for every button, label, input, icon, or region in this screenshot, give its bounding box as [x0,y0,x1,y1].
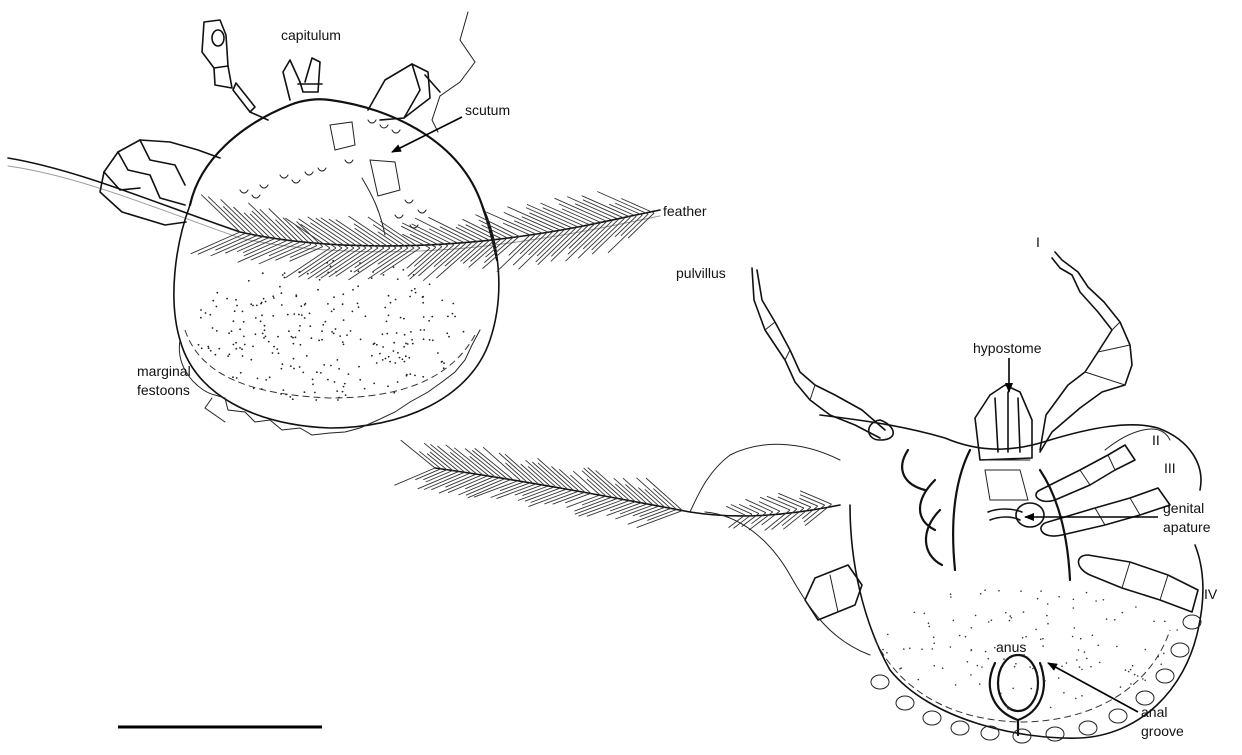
label-festoons: festoons [137,382,190,399]
ventral-leg-pulvillus [752,268,893,440]
marginal-festoons-outline [179,330,480,435]
label-feather: feather [663,203,707,220]
ventral-stippling [882,589,1178,709]
dorsal-capitulum [283,58,322,100]
dorsal-inner-margin [185,330,475,398]
ventral-coxae [902,450,1070,580]
label-leg-II: II [1152,432,1160,449]
anal-groove-arrow [1048,663,1138,712]
label-leg-IV: IV [1204,586,1217,603]
dorsal-body-outline [174,205,499,428]
label-leg-III: III [1164,460,1176,477]
ventral-view [394,252,1203,743]
label-capitulum: capitulum [281,27,341,44]
anus-structure [990,655,1044,735]
label-groove: groove [1141,723,1184,740]
ventral-leg-I [1040,252,1132,452]
dorsal-leg-left-front [202,20,268,120]
label-apature: apature [1163,519,1210,536]
dorsal-legs-left-side [100,140,220,225]
ventral-blob [690,444,870,655]
dorsal-view [8,12,660,435]
label-hypostome: hypostome [973,340,1041,357]
label-anus: anus [996,639,1026,656]
label-pulvillus: pulvillus [676,265,726,282]
dorsal-feather [8,158,660,281]
label-genital: genital [1163,500,1204,517]
label-anal: anal [1141,704,1167,721]
dorsal-stippling [198,260,465,401]
ventral-feather [394,440,840,530]
label-leg-I: I [1036,234,1040,251]
scutum-pits [240,120,426,235]
label-scutum: scutum [465,102,510,119]
genital-aperture [988,509,1022,520]
ventral-leg-III [1016,488,1170,536]
label-marginal: marginal [137,363,191,380]
ventral-leg-IV [1078,555,1198,612]
